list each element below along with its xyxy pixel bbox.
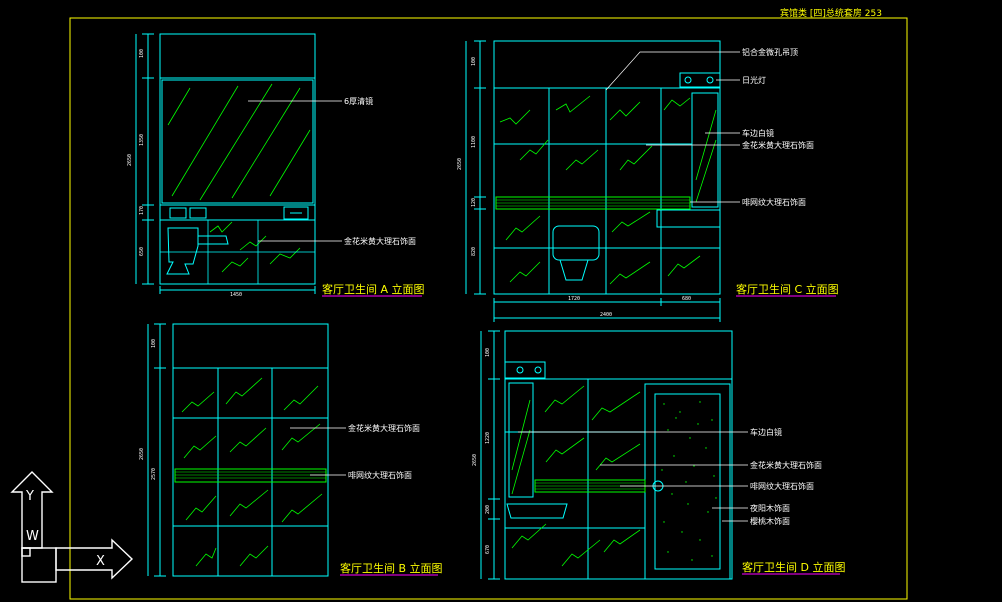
drawing-border: [69, 17, 908, 600]
view-d-title: 客厅卫生间 D 立面图: [742, 560, 845, 574]
leaders-c: [605, 51, 740, 203]
mirror-d-hatch: [511, 399, 531, 495]
dim-b-1: 100: [151, 339, 157, 348]
marble-b-veins: [181, 377, 323, 567]
label-marble-d: 金花米黄大理石饰面: [750, 460, 822, 470]
dim-c-2: 1100: [471, 136, 477, 148]
label-marble-c: 金花米黄大理石饰面: [742, 140, 814, 150]
label-ceiling: 铝合金微孔吊顶: [742, 47, 798, 57]
dim-c-total: 2650: [457, 158, 463, 170]
label-mirror: 6厚清镜: [344, 96, 373, 106]
marble-grid: [160, 220, 315, 284]
dim-b-total: 2650: [139, 448, 145, 460]
view-b-title: 客厅卫生间 B 立面图: [340, 561, 443, 575]
ucs-x-label: X: [96, 554, 105, 569]
door-speckle: [661, 401, 717, 561]
marble-c-veins: [499, 95, 701, 285]
mirror-hatch: [167, 83, 311, 201]
mirror-c-hatch: [695, 109, 717, 203]
dim-c-4: 820: [471, 247, 477, 256]
band-b-hatch: [175, 471, 326, 479]
elevation-b: 金花米黄大理石饰面 啡网纹大理石饰面 100 2650 2570 客厅卫生间 B…: [139, 323, 443, 577]
band-b: [174, 468, 327, 483]
band-c-hatch: [496, 199, 690, 207]
dim-b-2: 2570: [151, 468, 157, 480]
label-wood-d2: 樱桃木饰面: [750, 516, 790, 526]
label-wood-d1: 夜阳木饰面: [750, 503, 790, 513]
dim-d-2: 1220: [485, 432, 491, 444]
elevation-c: 铝合金微孔吊顶 日光灯 车边白镜 金花米黄大理石饰面 啡网纹大理石饰面 100 …: [457, 40, 839, 322]
elevation-c-outline: [465, 40, 721, 322]
dim-a-total: 2650: [127, 154, 133, 166]
elevation-b-outline: [147, 323, 329, 577]
view-c-title: 客厅卫生间 C 立面图: [736, 282, 839, 296]
label-marble: 金花米黄大理石饰面: [344, 236, 416, 246]
ucs-icon: [10, 471, 134, 583]
dim-c-w1: 1720: [568, 296, 580, 302]
label-lamp: 日光灯: [742, 75, 766, 85]
dim-a-width: 1450: [230, 292, 242, 298]
view-a-title: 客厅卫生间 A 立面图: [322, 282, 425, 296]
label-marble-b: 金花米黄大理石饰面: [348, 423, 420, 433]
label-band-b: 啡网纹大理石饰面: [348, 470, 412, 480]
label-mirror-d: 车边白镜: [750, 427, 782, 437]
ucs-w-label: W: [26, 529, 39, 544]
dim-a-3: 170: [139, 206, 145, 215]
leaders-d: [518, 431, 748, 522]
label-band-c: 啡网纹大理石饰面: [742, 197, 806, 207]
dim-d-3: 200: [485, 505, 491, 514]
marble-veins: [209, 221, 301, 273]
leaders-a: [248, 100, 342, 242]
dim-a-1: 100: [139, 49, 145, 58]
dim-a-4: 650: [139, 247, 145, 256]
ucs-y-label: Y: [25, 489, 34, 504]
dim-c-total-w: 2400: [600, 312, 612, 318]
elevation-d: 车边白镜 金花米黄大理石饰面 啡网纹大理石饰面 夜阳木饰面 樱桃木饰面 100 …: [472, 330, 845, 580]
leaders-b: [290, 427, 346, 476]
dim-c-3: 120: [471, 198, 477, 207]
dim-d-4: 670: [485, 545, 491, 554]
dim-c-1: 100: [471, 57, 477, 66]
elevation-d-outline: [480, 330, 733, 580]
sheet-title: 宾馆类 [四]总统套房 253: [780, 7, 882, 19]
elevation-a: 6厚清镜 金花米黄大理石饰面 100 1350 2650 170 650 145…: [127, 33, 425, 298]
label-mirror-c: 车边白镜: [742, 128, 774, 138]
marble-d-veins: [511, 385, 641, 567]
elevation-a-outline: [135, 33, 316, 294]
dim-a-2: 1350: [139, 134, 145, 146]
dim-d-1: 100: [485, 348, 491, 357]
dim-d-total: 2650: [472, 454, 478, 466]
label-band-d: 啡网纹大理石饰面: [750, 481, 814, 491]
dim-c-w2: 680: [682, 296, 691, 302]
